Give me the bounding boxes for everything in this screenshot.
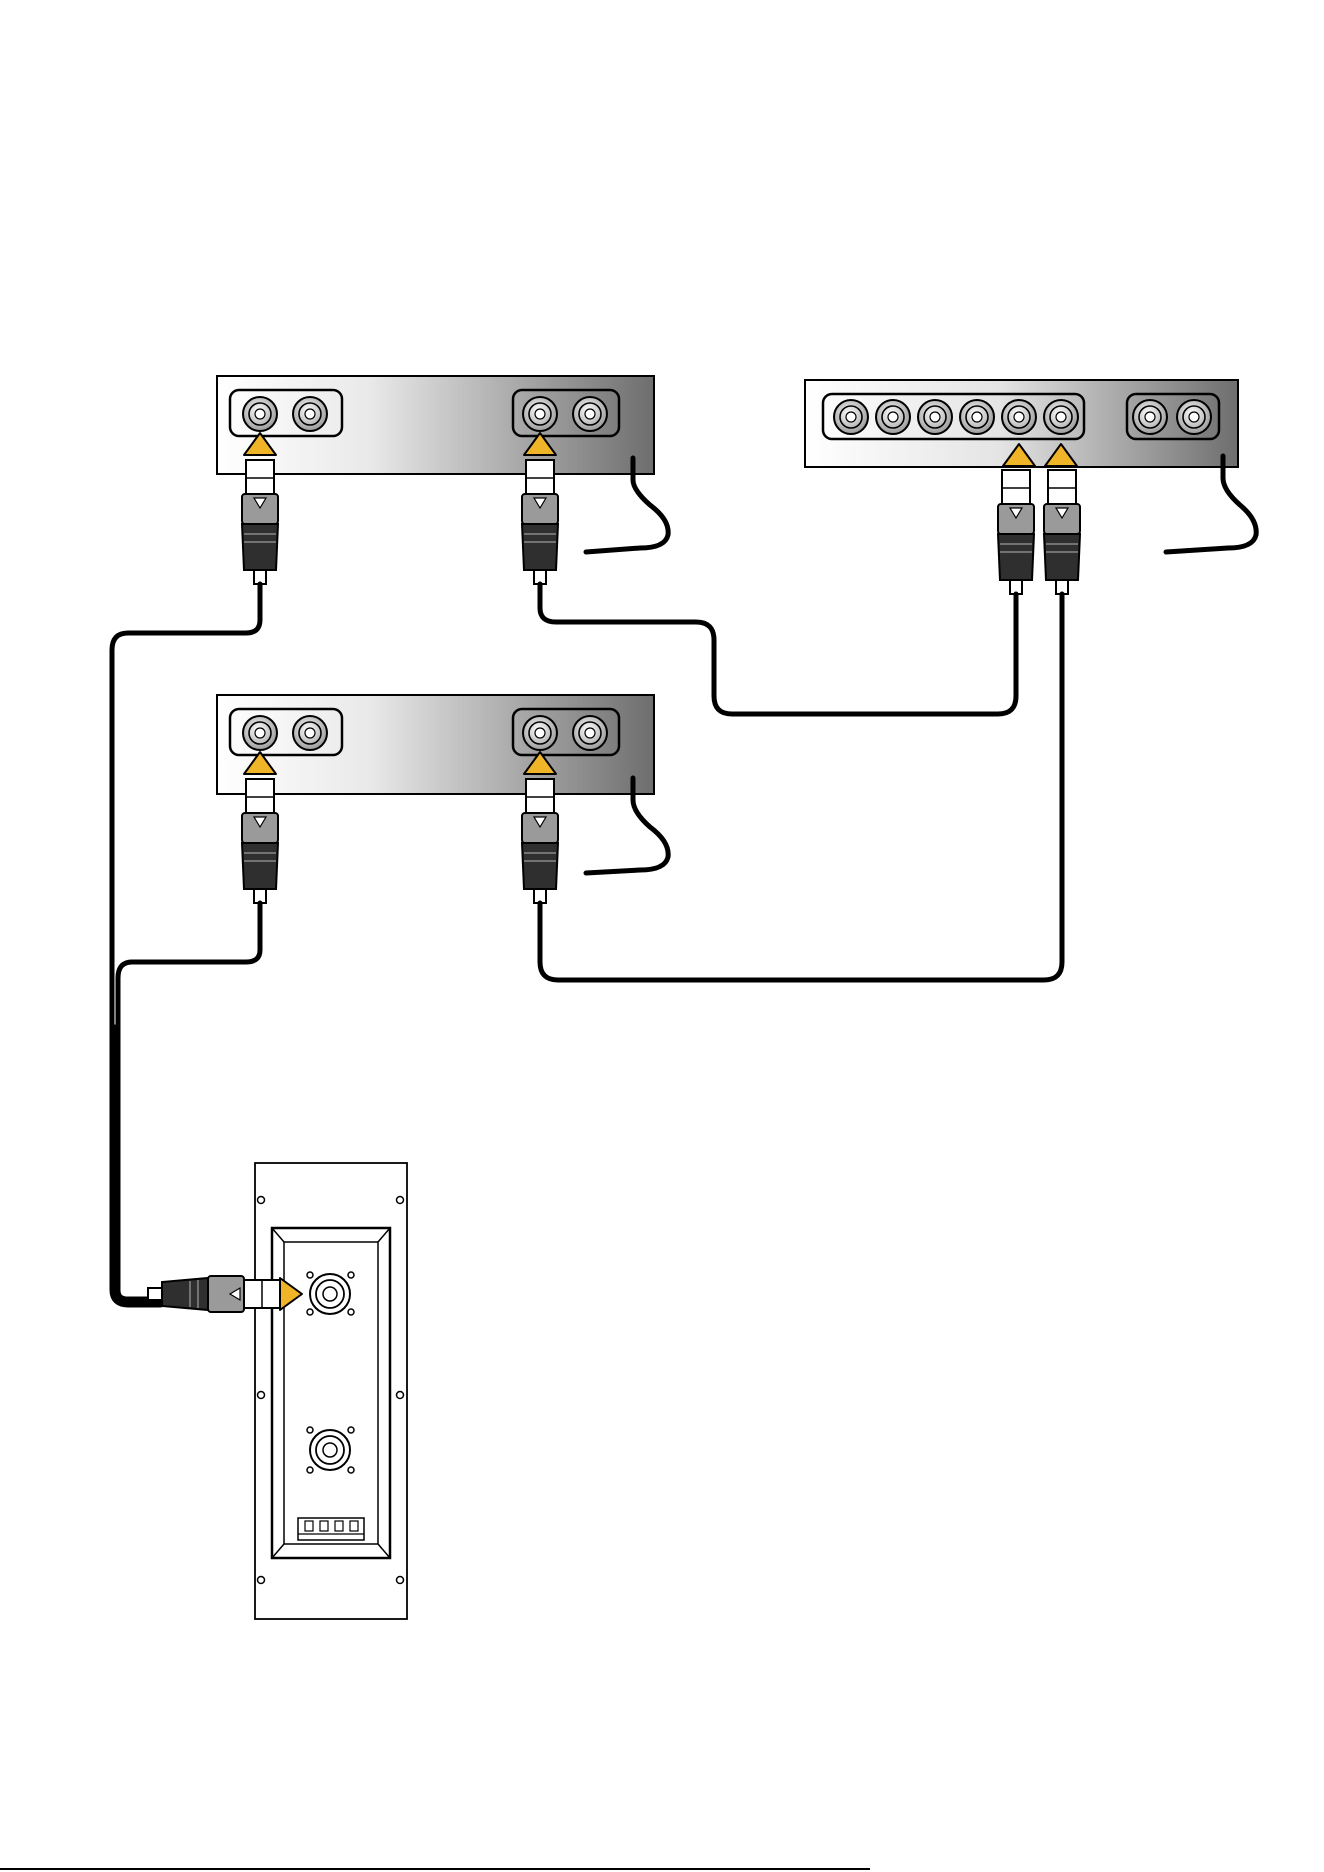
speakon-socket-icon (243, 716, 277, 750)
speakon-plug-icon (242, 779, 278, 903)
cable-b (118, 903, 260, 1030)
speakon-socket-icon (243, 397, 277, 431)
speakon-socket-icon (960, 400, 994, 434)
speakon-plug-icon (242, 460, 278, 584)
amplifier-top-right (805, 380, 1256, 594)
speakon-socket-icon (1133, 400, 1167, 434)
cable-bundle (115, 1030, 160, 1302)
power-cord (1166, 456, 1256, 552)
speakon-socket-icon (523, 397, 557, 431)
speakon-plug-icon (522, 779, 558, 903)
amplifier-middle (217, 695, 668, 903)
speaker-cabinet-panel (148, 1163, 407, 1619)
speakon-socket-icon (1177, 400, 1211, 434)
footer-rule (0, 1868, 870, 1870)
speakon-socket-icon (834, 400, 868, 434)
speakon-socket-icon (1002, 400, 1036, 434)
speakon-socket-icon (293, 397, 327, 431)
speakon-plug-icon (522, 460, 558, 584)
terminal-strip (298, 1518, 364, 1540)
speakon-socket-icon (918, 400, 952, 434)
speakon-socket-icon (523, 716, 557, 750)
speakon-socket-icon (293, 716, 327, 750)
speakon-socket-icon (876, 400, 910, 434)
speakon-plug-icon (1044, 470, 1080, 594)
speakon-socket-icon (1044, 400, 1078, 434)
speakon-socket-icon (573, 716, 607, 750)
speakon-socket-icon (573, 397, 607, 431)
speakon-plug-icon (998, 470, 1034, 594)
speakon-plug-icon (148, 1276, 280, 1312)
amplifier-top-left (217, 376, 668, 584)
